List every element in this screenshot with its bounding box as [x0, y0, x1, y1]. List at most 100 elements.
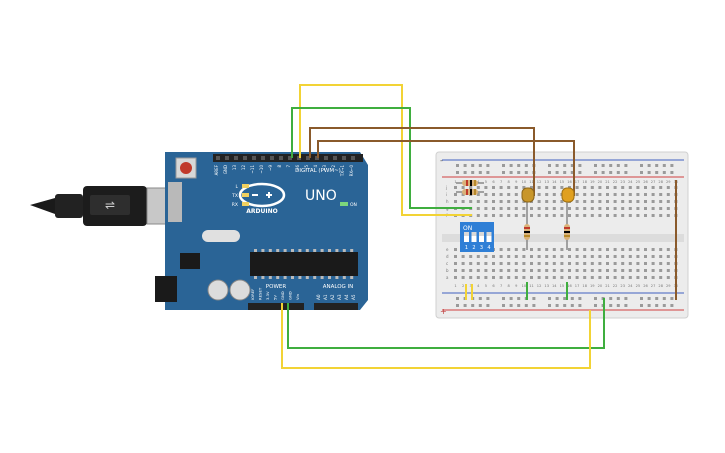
rail-hole[interactable]	[624, 164, 628, 167]
rail-hole[interactable]	[502, 171, 505, 174]
rail-hole[interactable]	[517, 164, 521, 167]
breadboard-hole[interactable]	[476, 207, 480, 210]
rail-hole[interactable]	[640, 171, 643, 174]
digital-pin[interactable]	[243, 156, 247, 160]
rail-hole[interactable]	[594, 171, 597, 174]
breadboard-hole[interactable]	[484, 276, 488, 279]
breadboard-hole[interactable]	[514, 193, 518, 196]
breadboard-hole[interactable]	[659, 186, 663, 189]
breadboard-hole[interactable]	[583, 214, 587, 217]
breadboard-hole[interactable]	[560, 276, 564, 279]
breadboard-hole[interactable]	[537, 262, 541, 265]
rail-hole[interactable]	[555, 304, 559, 307]
breadboard-hole[interactable]	[507, 186, 511, 189]
breadboard-hole[interactable]	[575, 193, 579, 196]
breadboard-hole[interactable]	[469, 186, 473, 189]
breadboard-hole[interactable]	[469, 276, 473, 279]
breadboard-hole[interactable]	[621, 186, 625, 189]
breadboard-hole[interactable]	[613, 193, 617, 196]
rail-hole[interactable]	[563, 171, 567, 174]
breadboard-hole[interactable]	[659, 200, 663, 203]
breadboard-hole[interactable]	[499, 255, 503, 258]
rail-hole[interactable]	[601, 171, 605, 174]
breadboard-hole[interactable]	[560, 269, 564, 272]
breadboard-hole[interactable]	[507, 269, 511, 272]
breadboard-hole[interactable]	[644, 207, 647, 210]
breadboard-hole[interactable]	[590, 255, 594, 258]
breadboard-hole[interactable]	[568, 207, 571, 210]
digital-pin[interactable]	[342, 156, 346, 160]
breadboard-hole[interactable]	[628, 193, 632, 196]
digital-pin[interactable]	[252, 156, 256, 160]
breadboard-hole[interactable]	[583, 255, 587, 258]
breadboard-hole[interactable]	[552, 193, 556, 196]
rail-hole[interactable]	[471, 171, 475, 174]
rail-hole[interactable]	[662, 164, 666, 167]
rail-hole[interactable]	[478, 171, 482, 174]
breadboard-hole[interactable]	[606, 269, 609, 272]
breadboard-hole[interactable]	[568, 214, 571, 217]
breadboard-hole[interactable]	[568, 262, 571, 265]
breadboard-hole[interactable]	[514, 276, 518, 279]
resistor-vertical-2[interactable]	[564, 214, 570, 250]
rail-hole[interactable]	[548, 164, 551, 167]
breadboard-hole[interactable]	[530, 255, 533, 258]
breadboard-hole[interactable]	[598, 186, 602, 189]
breadboard-hole[interactable]	[507, 248, 511, 251]
breadboard-hole[interactable]	[575, 269, 579, 272]
rail-hole[interactable]	[517, 304, 521, 307]
rail-hole[interactable]	[548, 171, 551, 174]
breadboard-hole[interactable]	[651, 276, 655, 279]
rail-hole[interactable]	[463, 304, 467, 307]
rail-hole[interactable]	[662, 171, 666, 174]
breadboard-hole[interactable]	[590, 186, 594, 189]
breadboard-hole[interactable]	[522, 255, 526, 258]
breadboard-hole[interactable]	[530, 269, 533, 272]
rail-hole[interactable]	[563, 297, 567, 300]
breadboard-hole[interactable]	[476, 255, 480, 258]
breadboard-hole[interactable]	[598, 248, 602, 251]
breadboard-hole[interactable]	[537, 276, 541, 279]
breadboard-hole[interactable]	[492, 207, 495, 210]
breadboard-hole[interactable]	[636, 186, 640, 189]
breadboard-hole[interactable]	[492, 269, 495, 272]
breadboard-hole[interactable]	[552, 276, 556, 279]
rail-hole[interactable]	[548, 304, 551, 307]
rail-hole[interactable]	[662, 297, 666, 300]
breadboard-hole[interactable]	[583, 269, 587, 272]
digital-pin[interactable]	[333, 156, 337, 160]
wires[interactable]	[281, 84, 677, 369]
digital-pin[interactable]	[270, 156, 274, 160]
breadboard-hole[interactable]	[499, 262, 503, 265]
breadboard-hole[interactable]	[461, 193, 465, 196]
breadboard-hole[interactable]	[499, 207, 503, 210]
breadboard-hole[interactable]	[651, 269, 655, 272]
leds[interactable]	[521, 187, 575, 214]
rail-hole[interactable]	[524, 304, 528, 307]
breadboard-hole[interactable]	[454, 255, 457, 258]
usb-cable[interactable]: ⇌	[30, 186, 182, 226]
breadboard-hole[interactable]	[628, 186, 632, 189]
breadboard-hole[interactable]	[560, 248, 564, 251]
breadboard-hole[interactable]	[621, 214, 625, 217]
breadboard-hole[interactable]	[606, 186, 609, 189]
breadboard-hole[interactable]	[666, 200, 670, 203]
rail-hole[interactable]	[502, 164, 505, 167]
breadboard-hole[interactable]	[575, 248, 579, 251]
rail-hole[interactable]	[471, 304, 475, 307]
digital-pin[interactable]	[261, 156, 265, 160]
breadboard-hole[interactable]	[659, 214, 663, 217]
rail-hole[interactable]	[563, 164, 567, 167]
breadboard-hole[interactable]	[659, 248, 663, 251]
breadboard-hole[interactable]	[644, 214, 647, 217]
breadboard-hole[interactable]	[461, 200, 465, 203]
breadboard-hole[interactable]	[461, 186, 465, 189]
digital-pin[interactable]	[288, 156, 292, 160]
breadboard-hole[interactable]	[583, 200, 587, 203]
breadboard-hole[interactable]	[628, 276, 632, 279]
breadboard-hole[interactable]	[537, 200, 541, 203]
breadboard-hole[interactable]	[514, 248, 518, 251]
breadboard-hole[interactable]	[469, 200, 473, 203]
breadboard-hole[interactable]	[613, 214, 617, 217]
breadboard-hole[interactable]	[530, 207, 533, 210]
